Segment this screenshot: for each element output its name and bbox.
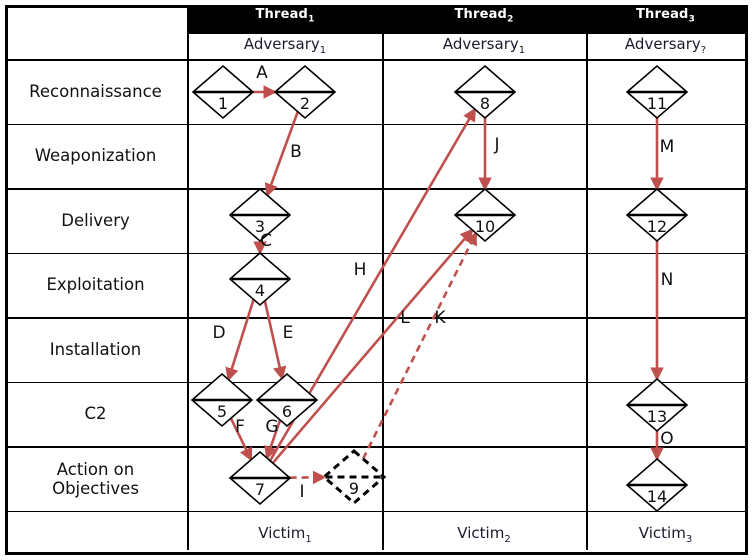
edge-label-F: F: [235, 417, 245, 437]
edge-label-C: C: [260, 231, 272, 251]
phase-label-delivery: Delivery: [61, 210, 130, 230]
node-number-13: 13: [647, 407, 667, 426]
adversary-label-1: Adversary1: [243, 35, 327, 56]
grid-hline-r6: [8, 446, 745, 448]
edge-B: [264, 111, 299, 198]
edge-label-D: D: [212, 323, 225, 343]
node-number-8: 8: [480, 94, 490, 113]
thread-title-1: Thread1: [255, 7, 315, 25]
edge-label-M: M: [660, 137, 675, 157]
node-6[interactable]: 6: [255, 372, 319, 428]
phase-label-installation: Installation: [49, 339, 142, 359]
node-2[interactable]: 2: [273, 64, 337, 120]
victim-label-3: Victim3: [638, 524, 693, 545]
grid-hline-r7: [8, 510, 745, 513]
node-number-9: 9: [349, 479, 359, 498]
node-number-3: 3: [255, 217, 265, 236]
node-10[interactable]: 10: [453, 187, 517, 243]
adversary-label-3: Adversary?: [624, 35, 707, 56]
node-4[interactable]: 4: [228, 251, 292, 307]
victim-label-2: Victim2: [457, 524, 511, 545]
phase-label-weaponization: Weaponization: [34, 146, 157, 166]
node-8[interactable]: 8: [453, 64, 517, 120]
thread-header-band: [188, 8, 745, 33]
grid-hline-adv: [188, 32, 745, 34]
node-number-10: 10: [475, 217, 495, 236]
edge-label-O: O: [660, 429, 673, 449]
grid-hline-r4: [8, 317, 745, 319]
node-number-14: 14: [647, 487, 667, 506]
node-number-6: 6: [282, 402, 292, 421]
edge-K: [361, 231, 478, 460]
thread-title-3: Thread3: [635, 7, 696, 25]
phase-label-reconnaissance: Reconnaissance: [29, 81, 162, 101]
grid-hline-r3: [8, 252, 745, 255]
node-number-7: 7: [255, 480, 265, 499]
grid-vline-col3: [586, 8, 588, 550]
edge-label-L: L: [400, 308, 410, 328]
grid-hline-r0: [8, 59, 745, 61]
edge-label-B: B: [290, 142, 302, 162]
adversary-label-2: Adversary1: [442, 35, 526, 56]
node-11[interactable]: 11: [625, 64, 689, 120]
grid-hline-r1: [8, 123, 745, 126]
node-9[interactable]: 9: [321, 449, 387, 505]
edge-L: [271, 228, 474, 464]
edge-label-I: I: [299, 482, 304, 502]
edge-label-E: E: [283, 323, 294, 343]
edge-F: [229, 417, 253, 462]
edge-label-H: H: [354, 260, 367, 280]
phase-label-exploitation: Exploitation: [46, 275, 145, 295]
node-number-5: 5: [217, 402, 227, 421]
grid-vline-col2: [382, 8, 384, 550]
edge-G: [264, 419, 282, 460]
victim-label-1: Victim1: [258, 524, 312, 545]
grid-vline-col1: [187, 8, 189, 550]
node-number-4: 4: [255, 281, 265, 300]
node-number-1: 1: [218, 94, 228, 113]
phase-label-c2: C2: [84, 404, 107, 424]
grid-hline-r2: [8, 188, 745, 190]
phase-label-action-on-objectives: Action on Objectives: [52, 460, 139, 498]
edge-label-N: N: [661, 270, 674, 290]
edge-D: [225, 299, 255, 382]
edge-label-J: J: [493, 135, 499, 155]
edge-label-G: G: [265, 417, 278, 437]
node-number-12: 12: [647, 217, 667, 236]
node-3[interactable]: 3: [228, 187, 292, 243]
edge-label-A: A: [256, 63, 268, 83]
thread-title-2: Thread2: [454, 7, 514, 25]
node-14[interactable]: 14: [625, 457, 689, 513]
node-1[interactable]: 1: [191, 64, 255, 120]
node-number-2: 2: [300, 94, 310, 113]
grid-hline-r5: [8, 381, 745, 384]
node-7[interactable]: 7: [228, 450, 292, 506]
node-12[interactable]: 12: [625, 187, 689, 243]
node-number-11: 11: [647, 94, 667, 113]
node-13[interactable]: 13: [625, 377, 689, 433]
edge-E: [263, 300, 287, 381]
node-5[interactable]: 5: [190, 372, 254, 428]
edge-label-K: K: [434, 308, 446, 328]
